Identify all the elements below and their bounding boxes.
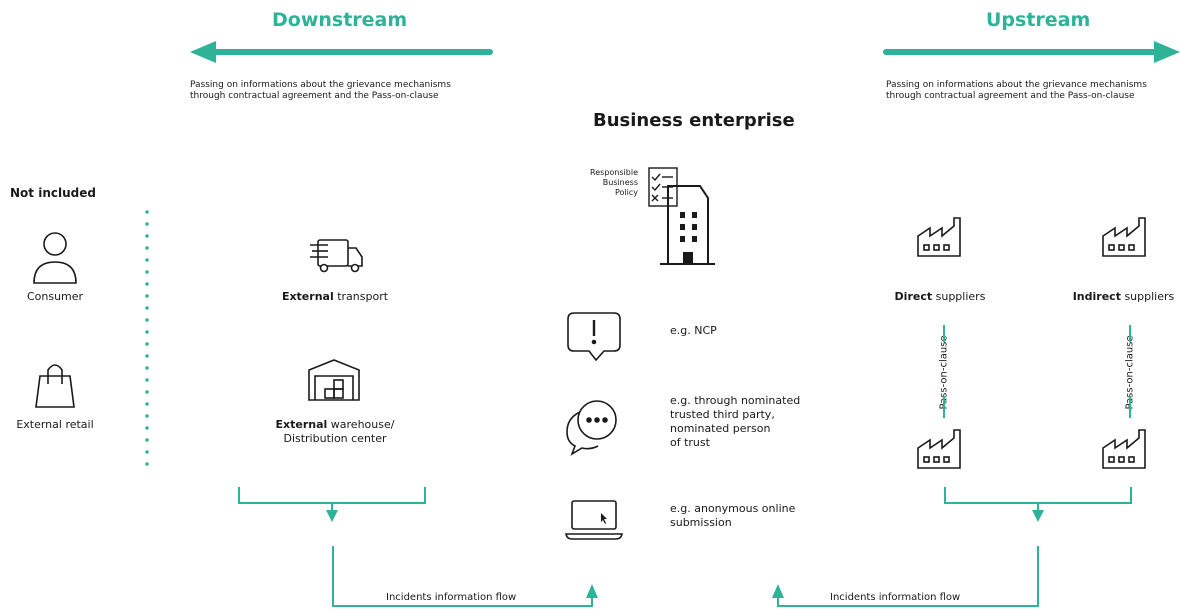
checklist-icon	[648, 167, 678, 207]
arrow-left-icon	[190, 41, 493, 63]
upstream-note: Passing on informations about the grieva…	[886, 80, 1147, 101]
downstream-title: Downstream	[272, 9, 408, 31]
shopping-bag-icon	[35, 364, 75, 408]
upstream-flow-lines	[772, 487, 1132, 607]
upstream-title: Upstream	[986, 9, 1091, 31]
factory-icon	[1102, 429, 1146, 469]
laptop-icon	[565, 500, 623, 540]
downstream-flow-lines	[238, 487, 598, 607]
trusted-party-label: e.g. through nominated trusted third par…	[670, 394, 801, 449]
upstream-flow-label: Incidents information flow	[830, 592, 961, 603]
ncp-label: e.g. NCP	[670, 324, 717, 337]
external-warehouse-label: External warehouse/ Distribution center	[275, 418, 395, 445]
business-enterprise-title: Business enterprise	[593, 110, 795, 131]
chat-bubbles-icon	[566, 400, 617, 456]
direct-suppliers-label: Direct suppliers	[894, 290, 986, 303]
online-submission-label: e.g. anonymous online submission	[670, 502, 796, 529]
downstream-flow-label: Incidents information flow	[386, 592, 517, 603]
factory-icon	[917, 429, 961, 469]
pass-on-clause-lines	[943, 325, 1131, 418]
arrow-right-icon	[883, 41, 1180, 63]
exclamation-bubble-icon	[567, 312, 621, 362]
consumer-label: Consumer	[26, 290, 84, 303]
downstream-note: Passing on informations about the grieva…	[190, 80, 451, 101]
truck-icon	[310, 239, 363, 273]
external-retail-label: External retail	[16, 418, 94, 431]
indirect-suppliers-label: Indirect suppliers	[1072, 290, 1175, 303]
person-icon	[33, 232, 77, 284]
factory-icon	[917, 217, 961, 257]
not-included-title: Not included	[10, 186, 96, 200]
warehouse-icon	[308, 359, 360, 401]
policy-label: Responsible Business Policy	[590, 168, 638, 197]
external-transport-label: External transport	[281, 290, 389, 303]
factory-icon	[1102, 217, 1146, 257]
office-building-icon	[660, 185, 715, 265]
